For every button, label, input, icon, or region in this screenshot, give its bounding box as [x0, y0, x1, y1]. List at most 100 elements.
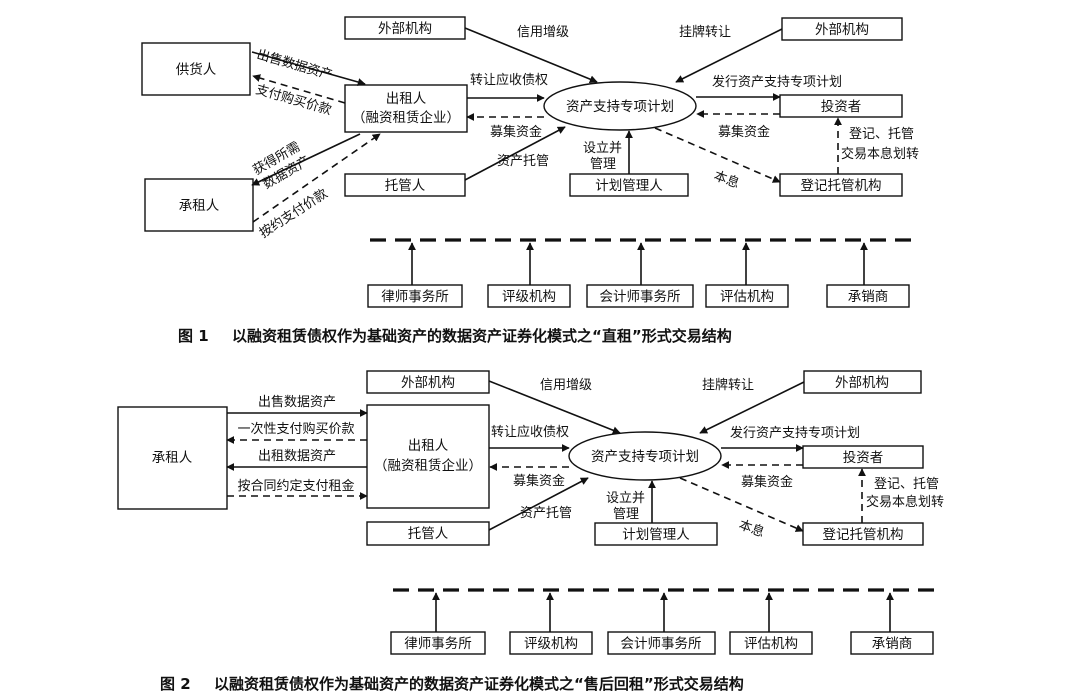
svg-text:计划管理人: 计划管理人: [595, 178, 663, 194]
edge-credit-enhancement-2: [488, 380, 621, 435]
node-lessor: 出租人 （融资租赁企业）: [344, 84, 468, 133]
node-external-left: 外部机构: [344, 16, 466, 40]
edge-label-raise-funds-left-2: 募集资金: [513, 473, 565, 489]
node-registry-2: 登记托管机构: [802, 522, 924, 546]
svg-text:投资者: 投资者: [843, 450, 884, 466]
edge-label-credit-enhancement: 信用增级: [517, 25, 569, 40]
edge-label-sell-data: 出售数据资产: [255, 46, 334, 83]
node-plan-manager: 计划管理人: [569, 173, 689, 197]
provider-law-firm: 律师事务所: [381, 289, 449, 305]
edge-label-custody-2: 资产托管: [520, 506, 572, 521]
edge-custody: [464, 126, 566, 181]
node-external-right: 外部机构: [781, 17, 903, 41]
svg-text:登记托管机构: 登记托管机构: [823, 527, 904, 543]
edge-label-principal-interest: 本息: [712, 168, 742, 192]
edge-label-pay-rent: 按合同约定支付租金: [237, 478, 354, 494]
node-lessee-2: 承租人: [117, 406, 228, 510]
node-lessor-2: 出租人 （融资租赁企业）: [366, 404, 490, 509]
svg-text:外部机构: 外部机构: [378, 21, 432, 37]
edge-label-register-1-2: 登记、托管: [874, 477, 939, 492]
edge-label-transfer-receivable-2: 转让应收债权: [491, 424, 569, 440]
edge-label-register-2-2: 交易本息划转: [866, 494, 944, 510]
service-providers: 律师事务所 评级机构 会计师事务所 评估机构 承销商: [367, 242, 910, 308]
svg-text:资产支持专项计划: 资产支持专项计划: [591, 449, 699, 465]
edge-label-register-2: 交易本息划转: [841, 146, 919, 162]
node-supplier: 供货人: [141, 42, 251, 96]
figure-1: 供货人 承租人 出租人 （融资租赁企业） 托管人 外部机构 外部机构 资产支持专…: [141, 16, 919, 345]
provider-rating-agency: 评级机构: [502, 289, 556, 305]
edge-label-raise-funds-right: 募集资金: [718, 124, 770, 140]
svg-text:投资者: 投资者: [821, 99, 862, 115]
edge-label-pay-purchase: 支付购买价款: [254, 81, 333, 118]
edge-label-setup-2: 管理: [590, 157, 616, 172]
node-lessee: 承租人: [144, 178, 254, 232]
edge-label-listing: 挂牌转让: [679, 24, 731, 40]
svg-text:承租人: 承租人: [179, 198, 220, 214]
figure-1-caption: 以融资租赁债权作为基础资产的数据资产证券化模式之“直租”形式交易结构: [232, 327, 732, 345]
provider-accounting-firm-2: 会计师事务所: [621, 636, 702, 652]
figure-2: 承租人 出租人 （融资租赁企业） 托管人 外部机构 外部机构 资产支持专项计划 …: [117, 370, 944, 693]
svg-text:出租人: 出租人: [386, 91, 427, 107]
provider-appraisal-2: 评估机构: [744, 636, 798, 652]
node-custodian: 托管人: [344, 173, 466, 197]
node-plan-manager-2: 计划管理人: [594, 522, 718, 546]
node-custodian-2: 托管人: [366, 521, 490, 546]
edge-listing-2: [699, 381, 805, 434]
svg-text:外部机构: 外部机构: [815, 22, 869, 38]
node-investor: 投资者: [779, 94, 903, 118]
edge-sell-data: [251, 51, 366, 86]
edge-obtain-data: [251, 133, 361, 186]
node-external-left-2: 外部机构: [366, 370, 490, 394]
edge-label-sell-data-2: 出售数据资产: [258, 394, 336, 410]
edge-label-raise-funds-right-2: 募集资金: [741, 474, 793, 490]
edge-label-setup-1-2: 设立并: [606, 491, 645, 506]
provider-underwriter: 承销商: [848, 289, 889, 305]
svg-text:承租人: 承租人: [152, 450, 193, 466]
node-investor-2: 投资者: [802, 445, 924, 469]
node-registry: 登记托管机构: [779, 173, 903, 197]
svg-text:外部机构: 外部机构: [401, 375, 455, 391]
edge-principal-interest-2: [679, 477, 804, 532]
edge-label-custody: 资产托管: [497, 154, 549, 169]
service-providers-2: 律师事务所 评级机构 会计师事务所 评估机构 承销商: [390, 592, 934, 655]
svg-text:（融资租赁企业）: （融资租赁企业）: [352, 109, 460, 126]
svg-text:托管人: 托管人: [385, 178, 426, 194]
edge-label-raise-funds-left: 募集资金: [490, 124, 542, 140]
edge-label-lump-pay: 一次性支付购买价款: [237, 421, 354, 437]
edge-label-credit-enhancement-2: 信用增级: [540, 378, 592, 393]
svg-text:计划管理人: 计划管理人: [622, 527, 690, 543]
edge-credit-enhancement: [464, 27, 598, 83]
svg-text:供货人: 供货人: [176, 61, 217, 78]
edge-label-setup-1: 设立并: [583, 141, 622, 156]
svg-text:外部机构: 外部机构: [835, 375, 889, 391]
provider-accounting-firm: 会计师事务所: [600, 289, 681, 305]
edge-pay-purchase: [252, 74, 346, 104]
svg-text:登记托管机构: 登记托管机构: [801, 178, 882, 194]
edge-custody-2: [488, 477, 589, 531]
figure-2-caption-number: 图 2: [160, 675, 191, 693]
edge-label-issue-plan-2: 发行资产支持专项计划: [730, 425, 860, 441]
node-external-right-2: 外部机构: [803, 370, 922, 394]
node-abs-plan: 资产支持专项计划: [543, 81, 697, 131]
edge-principal-interest: [654, 127, 781, 183]
provider-underwriter-2: 承销商: [872, 636, 913, 652]
edge-label-register-1: 登记、托管: [849, 127, 914, 142]
svg-text:托管人: 托管人: [408, 526, 449, 542]
edge-label-listing-2: 挂牌转让: [702, 377, 754, 393]
edge-label-transfer-receivable: 转让应收债权: [470, 72, 548, 88]
provider-law-firm-2: 律师事务所: [404, 636, 472, 652]
edge-label-lease-data: 出租数据资产: [258, 449, 336, 464]
edge-label-principal-interest-2: 本息: [737, 517, 767, 541]
figure-2-caption: 以融资租赁债权作为基础资产的数据资产证券化模式之“售后回租”形式交易结构: [214, 675, 744, 693]
edge-pay-contract: [252, 133, 381, 223]
edge-label-setup-2-2: 管理: [613, 507, 639, 522]
figure-1-caption-number: 图 1: [178, 327, 209, 345]
svg-text:（融资租赁企业）: （融资租赁企业）: [374, 457, 482, 474]
edge-label-issue-plan: 发行资产支持专项计划: [712, 74, 842, 90]
provider-appraisal: 评估机构: [720, 289, 774, 305]
provider-rating-agency-2: 评级机构: [524, 636, 578, 652]
svg-text:出租人: 出租人: [408, 438, 449, 454]
edge-listing: [675, 28, 783, 83]
node-abs-plan-2: 资产支持专项计划: [568, 431, 722, 481]
